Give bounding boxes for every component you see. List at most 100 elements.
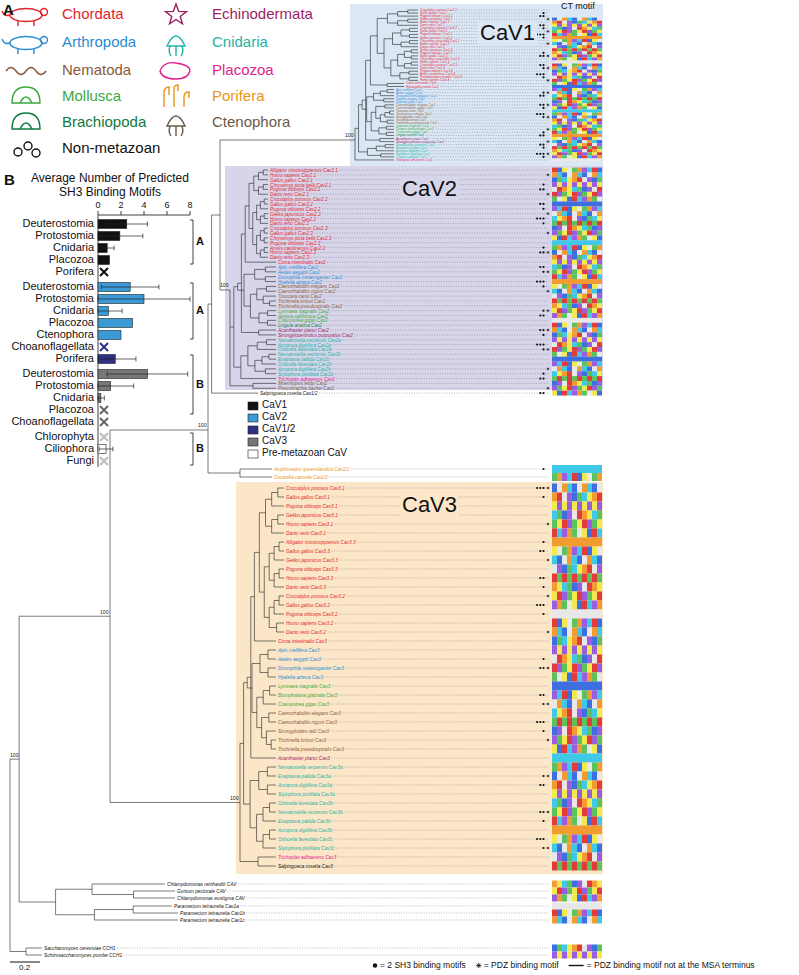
leader-line [246,913,549,914]
alignment-cell [587,131,592,134]
alignment-cell [587,583,592,592]
leader-line [332,821,549,822]
alignment-cell [582,574,587,583]
alignment-cell [562,817,567,826]
alignment-cell [597,27,602,30]
leader-line [332,776,549,777]
leader-line [333,364,549,365]
tree-branch [264,203,268,204]
alignment-cell [557,881,562,888]
alignment-cell [567,484,572,493]
alignment-cell [552,143,557,146]
alignment-cell [592,473,597,481]
alignment-cell [552,21,557,24]
alignment-cell [582,917,587,924]
tree-branch [400,78,409,79]
alignment-cell [592,700,597,709]
tree-branch [259,330,276,331]
tree-branch [411,62,412,65]
alignment-cell [592,547,597,556]
alignment-cell [552,177,557,182]
alignment-cell [557,547,562,556]
tree-branch [260,202,261,209]
alignment-cell [597,60,602,63]
leader-line [345,668,549,669]
alignment-cell [562,18,567,21]
alignment-cell [592,910,597,917]
tree-branch [365,60,366,140]
tree-branch [387,92,394,93]
alignment-cell [552,91,557,94]
alignment-cell [587,100,592,103]
alignment-cell [587,152,592,155]
leader-line [344,276,549,277]
alignment-cell [587,318,592,323]
alignment-cell [582,116,587,119]
tree-branch [380,121,387,122]
alignment-cell [552,318,557,323]
alignment-cell [562,202,567,207]
tree-branch [208,304,209,473]
alignment-cell [552,284,557,289]
alignment-cell [597,250,602,255]
alignment-cell [582,386,587,391]
alignment-cell [587,39,592,42]
tree-branch [397,54,398,65]
leader-line [322,213,549,214]
alignment-cell [562,895,567,902]
alignment-cell [562,54,567,57]
alignment-cell [582,745,587,754]
alignment-cell [557,303,562,308]
alignment-cell [572,221,577,226]
alignment-cell [567,465,572,473]
leader-line [439,95,549,96]
alignment-cell [582,64,587,67]
alignment-cell [572,862,577,871]
alignment-cell [587,226,592,231]
alignment-cell [592,97,597,100]
alignment-cell [587,122,592,125]
alignment-cell [582,113,587,116]
alignment-cell [582,646,587,655]
alignment-cell [577,18,582,21]
alignment-cell [562,910,567,917]
alignment-cell [567,691,572,700]
alignment-cell [557,39,562,42]
alignment-cell [572,24,577,27]
alignment-cell [577,484,582,493]
alignment-cell [567,122,572,125]
alignment-cell [557,30,562,33]
alignment-cell [562,113,567,116]
tree-branch [266,499,272,500]
alignment-cell [567,155,572,158]
alignment-cell [592,781,597,790]
alignment-cell [592,709,597,718]
tree-branch [110,430,111,802]
tree-branch [255,371,266,372]
alignment-cell [552,279,557,284]
tree-branch [269,301,270,306]
alignment-cell [572,21,577,24]
alignment-cell [562,231,567,236]
alignment-cell [552,54,557,57]
alignment-cell [597,628,602,637]
alignment-cell [597,216,602,221]
alignment-cell [562,308,567,313]
alignment-cell [582,137,587,140]
alignment-cell [597,736,602,745]
alignment-cell [577,274,582,279]
alignment-cell [567,279,572,284]
alignment-cell [557,895,562,902]
leader-line [334,830,549,831]
tree-branch [265,368,276,369]
alignment-cell [597,323,602,328]
alignment-cell [552,269,557,274]
alignment-cell [592,790,597,799]
alignment-cell [577,235,582,240]
alignment-cell [572,637,577,646]
alignment-cell [592,299,597,304]
alignment-cell [587,85,592,88]
alignment-cell [552,601,557,610]
tree-branch [267,320,276,321]
alignment-cell [552,342,557,347]
